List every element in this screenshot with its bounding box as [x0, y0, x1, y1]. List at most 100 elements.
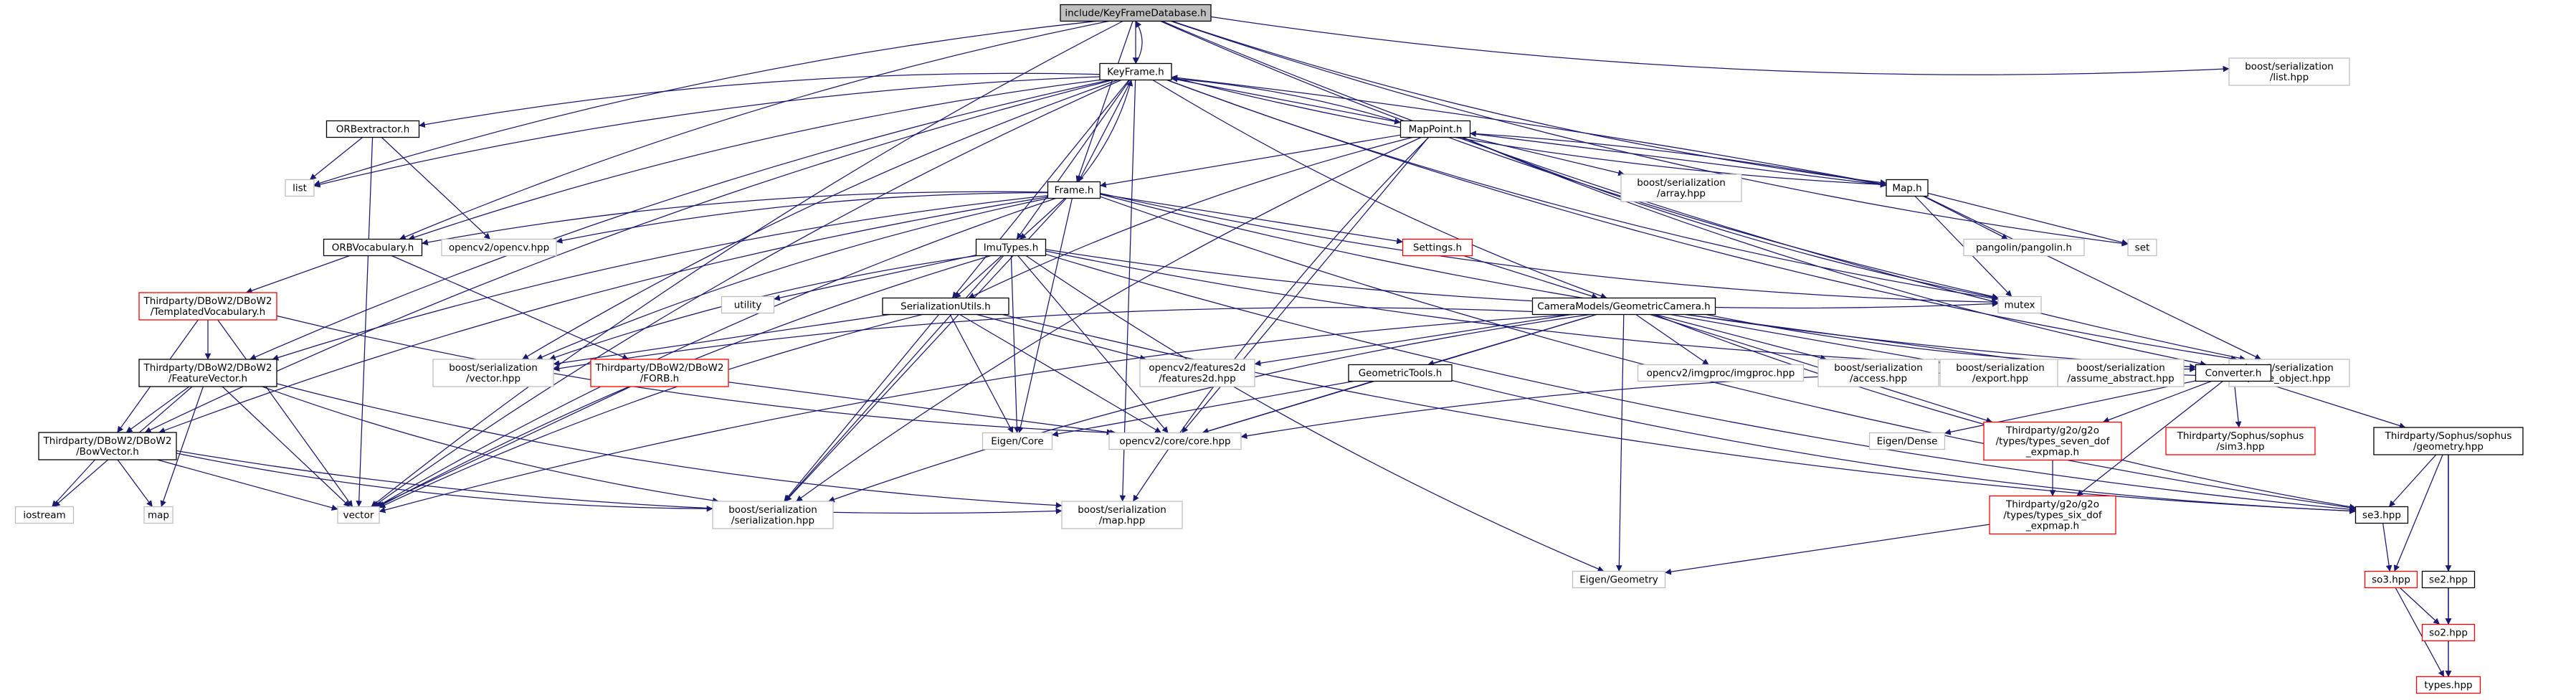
node-se3[interactable]: se3.hpp [2354, 506, 2409, 524]
node-box [1108, 432, 1242, 450]
edge-bowvector-to-map [117, 459, 153, 507]
node-mutex[interactable]: mutex [1997, 295, 2042, 314]
node-box [2057, 359, 2185, 387]
node-serialization[interactable]: boost/serialization/serialization.hpp [712, 501, 834, 529]
edge-keyframe-to-orbvocab [408, 79, 1101, 240]
node-root[interactable]: include/KeyFrameDatabase.h [1060, 4, 1212, 22]
node-box [882, 297, 1009, 316]
node-label: vector [343, 510, 374, 521]
node-array_hpp[interactable]: boost/serialization/array.hpp [1620, 174, 1742, 202]
node-label: se3.hpp [2362, 510, 2401, 521]
node-imgproc[interactable]: opencv2/imgproc/imgproc.hpp [1637, 364, 1805, 382]
edge-se3-to-so3 [2382, 523, 2392, 572]
edge-featvector-to-map_hpp [276, 383, 1063, 509]
node-box [1061, 501, 1183, 529]
node-so2[interactable]: so2.hpp [2421, 623, 2476, 642]
node-box [323, 238, 423, 257]
edge-converter-to-sevendof [2102, 380, 2212, 423]
node-pangolin[interactable]: pangolin/pangolin.h [1963, 238, 2085, 257]
node-label: list [293, 183, 307, 194]
node-label: _expmap.h [2025, 447, 2079, 458]
edge-keyframe-to-root [1135, 21, 1143, 64]
node-features2d[interactable]: opencv2/features2d/features2d.hpp [1139, 359, 1255, 387]
node-label: /access.hpp [1850, 373, 1907, 384]
node-sixdof[interactable]: Thirdparty/g2o/g2o/types/types_six_dof_e… [1989, 495, 2116, 535]
node-set[interactable]: set [2127, 238, 2157, 257]
node-box [712, 501, 834, 529]
node-frame[interactable]: Frame.h [1047, 181, 1101, 199]
node-map[interactable]: map [143, 506, 174, 524]
node-box [1348, 364, 1453, 382]
node-box [975, 238, 1047, 257]
node-opencv[interactable]: opencv2/opencv.hpp [441, 238, 557, 257]
node-label: mutex [2004, 300, 2035, 311]
node-label: map [148, 510, 169, 521]
node-label: /FeatureVector.h [168, 373, 247, 384]
node-map_h[interactable]: Map.h [1886, 179, 1929, 197]
edge-root-to-orbvocab [399, 20, 1109, 240]
node-cammodels[interactable]: CameraModels/GeometricCamera.h [1531, 297, 1716, 316]
node-list_hpp[interactable]: boost/serialization/list.hpp [2228, 57, 2350, 86]
node-access[interactable]: boost/serialization/access.hpp [1817, 359, 1939, 387]
edge-bowvector-to-iostream [52, 459, 96, 507]
node-forb[interactable]: Thirdparty/DBoW2/DBoW2/FORB.h [590, 359, 729, 387]
node-so3[interactable]: so3.hpp [2364, 570, 2418, 589]
node-bowvector[interactable]: Thirdparty/DBoW2/DBoW2/BowVector.h [38, 432, 177, 460]
node-export[interactable]: boost/serialization/export.hpp [1939, 359, 2061, 387]
node-settings[interactable]: Settings.h [1402, 238, 1473, 257]
node-sevendof[interactable]: Thirdparty/g2o/g2o/types/types_seven_dof… [1983, 421, 2122, 461]
node-box [2165, 427, 2316, 455]
node-featvector[interactable]: Thirdparty/DBoW2/DBoW2/FeatureVector.h [138, 359, 277, 387]
node-se2[interactable]: se2.hpp [2421, 570, 2476, 589]
edge-keyframe-to-list [313, 76, 1101, 188]
edge-frame-to-orbvocab [422, 191, 1048, 246]
node-serutils[interactable]: SerializationUtils.h [882, 297, 1009, 316]
edge-templvocab-to-vector [217, 319, 353, 507]
edge-converter-to-sim3 [2233, 381, 2242, 428]
edge-converter-to-geometry [2259, 380, 2406, 429]
node-list[interactable]: list [285, 179, 315, 197]
node-cvcore[interactable]: opencv2/core/core.hpp [1108, 432, 1242, 450]
edge-map_h-to-keyframe [1171, 75, 1887, 186]
node-label: Eigen/Core [991, 436, 1044, 448]
node-mappoint[interactable]: MapPoint.h [1399, 120, 1471, 138]
node-label: /types/types_seven_dof [1996, 436, 2111, 448]
node-types[interactable]: types.hpp [2415, 676, 2481, 694]
node-orbextractor[interactable]: ORBextractor.h [325, 120, 420, 138]
node-vector[interactable]: vector [337, 506, 380, 524]
node-utility[interactable]: utility [721, 295, 775, 314]
node-box [2195, 364, 2272, 382]
node-converter[interactable]: Converter.h [2195, 364, 2272, 382]
node-vector_hpp[interactable]: boost/serialization/vector.hpp [432, 359, 554, 387]
edge-keyframe-to-featvector [249, 79, 1111, 360]
node-label: include/KeyFrameDatabase.h [1065, 8, 1206, 19]
node-assume[interactable]: boost/serialization/assume_abstract.hpp [2057, 359, 2185, 387]
edge-featvector-to-map [160, 386, 204, 507]
node-sim3[interactable]: Thirdparty/Sophus/sophus/sim3.hpp [2165, 427, 2316, 455]
edge-keyframe-to-vector [372, 79, 1122, 508]
node-templvocab[interactable]: Thirdparty/DBoW2/DBoW2/TemplatedVocabula… [138, 292, 277, 321]
node-eigendense[interactable]: Eigen/Dense [1868, 432, 1946, 450]
node-eigencore[interactable]: Eigen/Core [982, 432, 1053, 450]
node-box [337, 506, 380, 524]
edge-sixdof-to-eigengeom [1665, 524, 1990, 575]
node-orbvocab[interactable]: ORBVocabulary.h [323, 238, 423, 257]
node-box [1620, 174, 1742, 202]
edge-keyframe-to-cammodels [1152, 79, 1607, 299]
node-box [1139, 359, 1255, 387]
node-box [285, 179, 315, 197]
node-map_hpp[interactable]: boost/serialization/map.hpp [1061, 501, 1183, 529]
node-eigengeom[interactable]: Eigen/Geometry [1572, 570, 1666, 589]
edge-map_h-to-set [1927, 192, 2129, 246]
node-iostream[interactable]: iostream [14, 506, 75, 524]
edge-root-to-list_hpp [1210, 16, 2230, 75]
node-geometry[interactable]: Thirdparty/Sophus/sophus/geometry.hpp [2373, 427, 2524, 455]
node-imutypes[interactable]: ImuTypes.h [975, 238, 1047, 257]
node-label: Thirdparty/Sophus/sophus [2385, 430, 2512, 442]
node-label: ImuTypes.h [984, 242, 1039, 254]
node-geomtools[interactable]: GeometricTools.h [1348, 364, 1453, 382]
node-label: types.hpp [2424, 680, 2472, 691]
node-box [1886, 179, 1929, 197]
edge-frame-to-se3 [1100, 196, 2356, 511]
node-keyframe[interactable]: KeyFrame.h [1099, 62, 1172, 81]
